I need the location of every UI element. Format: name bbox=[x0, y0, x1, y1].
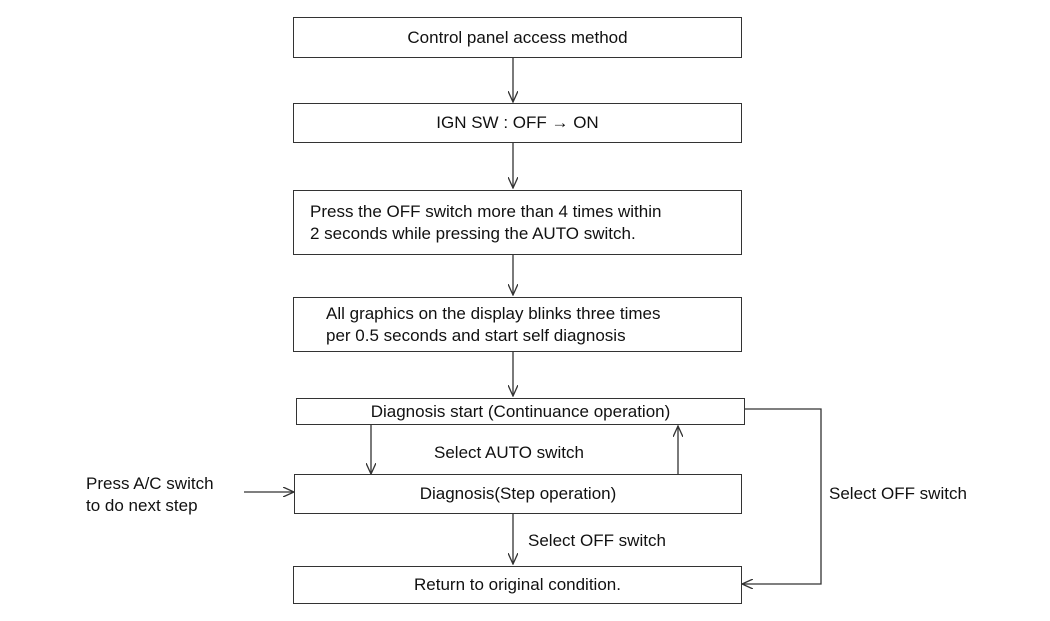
node-diagnosis-step: Diagnosis(Step operation) bbox=[294, 474, 742, 514]
node-press-off-switch-line-1: Press the OFF switch more than 4 times w… bbox=[310, 201, 662, 221]
label-select-off-switch-center: Select OFF switch bbox=[528, 531, 666, 550]
label-press-ac-switch-line-2: to do next step bbox=[86, 496, 198, 515]
label-press-ac-switch-line-1: Press A/C switch bbox=[86, 474, 214, 493]
node-control-panel-access: Control panel access method bbox=[293, 17, 742, 58]
node-diagnosis-start-text: Diagnosis start (Continuance operation) bbox=[370, 401, 671, 421]
node-return-original: Return to original condition. bbox=[293, 566, 742, 604]
node-press-off-switch: Press the OFF switch more than 4 times w… bbox=[293, 190, 742, 255]
node-control-panel-access-text: Control panel access method bbox=[407, 27, 628, 47]
node-ign-sw: IGN SW : OFF → ON bbox=[293, 103, 742, 143]
node-graphics-blink: All graphics on the display blinks three… bbox=[293, 297, 742, 352]
node-press-off-switch-line-2: 2 seconds while pressing the AUTO switch… bbox=[310, 223, 636, 243]
label-press-ac-switch: Press A/C switch to do next step bbox=[86, 473, 214, 517]
node-ign-sw-text: IGN SW : OFF → ON bbox=[436, 113, 599, 132]
label-select-auto-switch: Select AUTO switch bbox=[434, 443, 584, 462]
node-diagnosis-start: Diagnosis start (Continuance operation) bbox=[296, 398, 745, 425]
node-return-original-text: Return to original condition. bbox=[414, 575, 621, 594]
arrow-diag-start-to-return bbox=[742, 408, 822, 584]
node-graphics-blink-line-2: per 0.5 seconds and start self diagnosis bbox=[326, 325, 626, 345]
label-select-off-switch-right: Select OFF switch bbox=[829, 484, 967, 503]
node-diagnosis-step-text: Diagnosis(Step operation) bbox=[419, 484, 617, 503]
node-graphics-blink-line-1: All graphics on the display blinks three… bbox=[326, 303, 661, 323]
